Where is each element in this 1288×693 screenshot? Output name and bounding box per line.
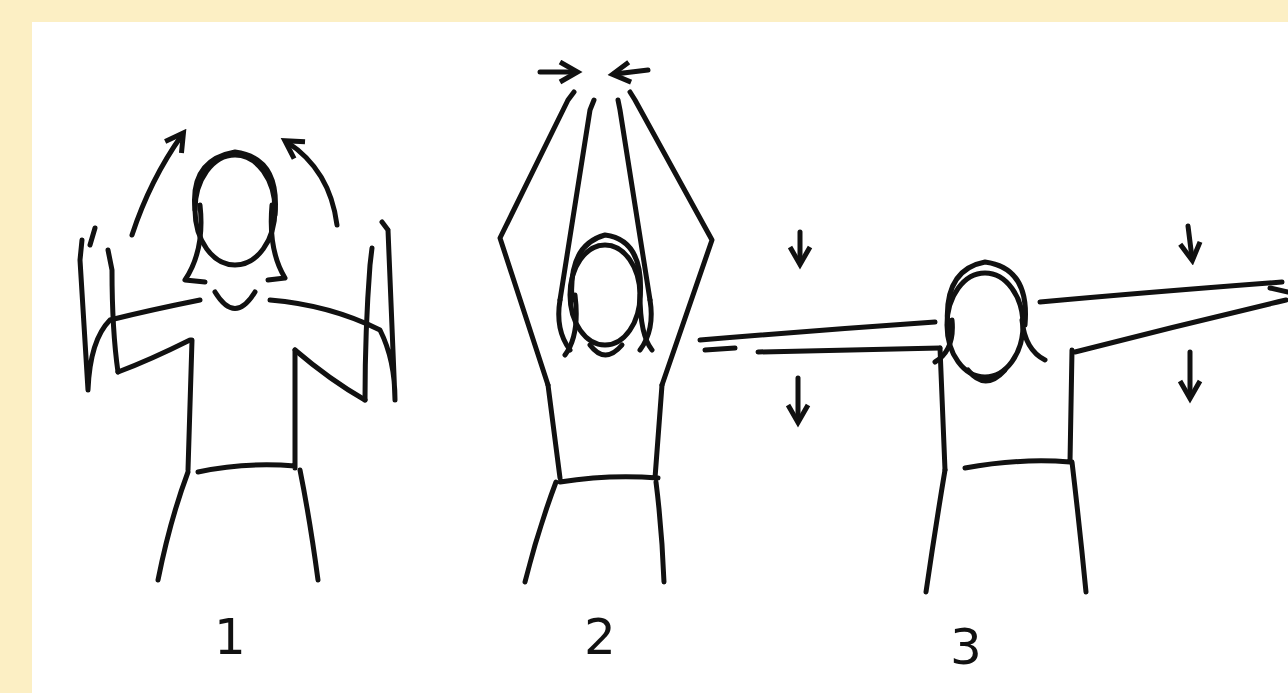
step-number: 3 (950, 622, 982, 672)
figure-arms-out (700, 226, 1288, 592)
figure-arms-up (500, 70, 712, 582)
figure-arms-bent (80, 135, 395, 580)
panel (32, 22, 1288, 693)
step-number: 2 (584, 612, 616, 662)
step-number: 1 (214, 612, 246, 662)
